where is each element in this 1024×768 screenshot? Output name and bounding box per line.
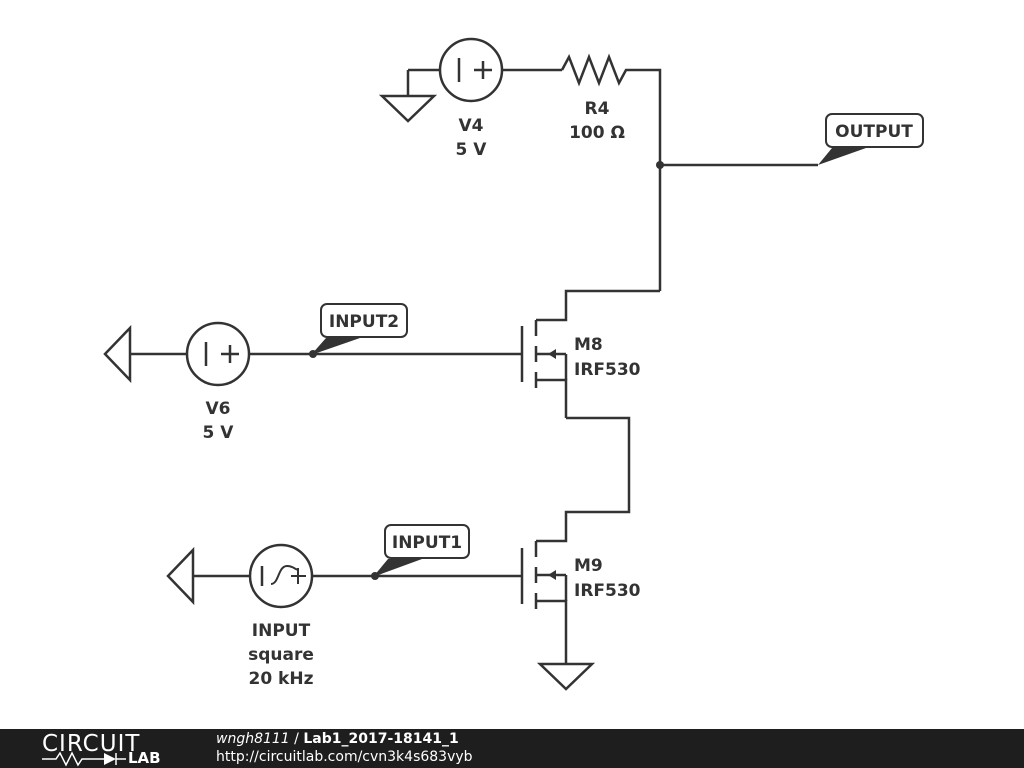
- ground-symbol-v6: [103, 324, 132, 384]
- m9-value: IRF530: [574, 581, 641, 601]
- circuitlab-logo-lab: LAB: [128, 749, 161, 767]
- m8-name: M8: [574, 335, 603, 355]
- square-wave-source-input: [248, 543, 314, 609]
- ground-symbol-m9: [536, 662, 596, 691]
- circuit-schematic: OUTPUT INPUT2 INPUT1 V4 5 V R4 100 Ω M8 …: [103, 37, 924, 691]
- v6-name: V6: [206, 399, 231, 419]
- ground-symbol-input: [166, 546, 195, 606]
- footer-separator: /: [289, 731, 304, 747]
- input-source-frequency: 20 kHz: [248, 669, 313, 689]
- r4-name: R4: [585, 99, 610, 119]
- m8-value: IRF530: [574, 360, 641, 380]
- net-label-input1[interactable]: INPUT1: [373, 524, 470, 577]
- net-label-input2[interactable]: INPUT2: [311, 303, 408, 355]
- wire-m8-drain: [536, 289, 660, 322]
- v4-value: 5 V: [456, 140, 488, 160]
- junction-output: [656, 161, 664, 169]
- r4-value: 100 Ω: [569, 123, 625, 143]
- mosfet-m8: [520, 320, 568, 418]
- circuitlab-logo-text: CIRCUIT: [42, 731, 141, 757]
- ground-symbol-v4: [378, 70, 438, 123]
- mosfet-m9: [520, 541, 568, 664]
- circuitlab-logo-resistor-icon: [42, 751, 126, 767]
- input-source-waveform: square: [248, 645, 314, 665]
- footer-url-link[interactable]: http://circuitlab.com/cvn3k4s683vyb: [216, 749, 473, 765]
- m9-name: M9: [574, 556, 603, 576]
- wire-m8-m9: [536, 416, 631, 543]
- input-source-name: INPUT: [252, 621, 311, 641]
- footer-username[interactable]: wngh8111: [216, 731, 290, 747]
- v4-name: V4: [459, 116, 484, 136]
- net-label-output[interactable]: OUTPUT: [818, 113, 924, 165]
- v6-value: 5 V: [203, 423, 235, 443]
- voltage-source-v4: [438, 37, 504, 103]
- voltage-source-v6: [185, 321, 251, 387]
- footer-bar: CIRCUIT LAB wngh8111 / Lab1_2017-18141_1…: [0, 729, 1024, 768]
- net-label-input1-text: INPUT1: [392, 533, 462, 553]
- net-label-output-text: OUTPUT: [835, 122, 913, 142]
- resistor-r4: [560, 53, 632, 87]
- footer-project-line: wngh8111 / Lab1_2017-18141_1: [216, 731, 459, 747]
- footer-project-name[interactable]: Lab1_2017-18141_1: [303, 731, 459, 747]
- net-label-input2-text: INPUT2: [329, 312, 399, 332]
- wire-r4-node: [632, 68, 662, 291]
